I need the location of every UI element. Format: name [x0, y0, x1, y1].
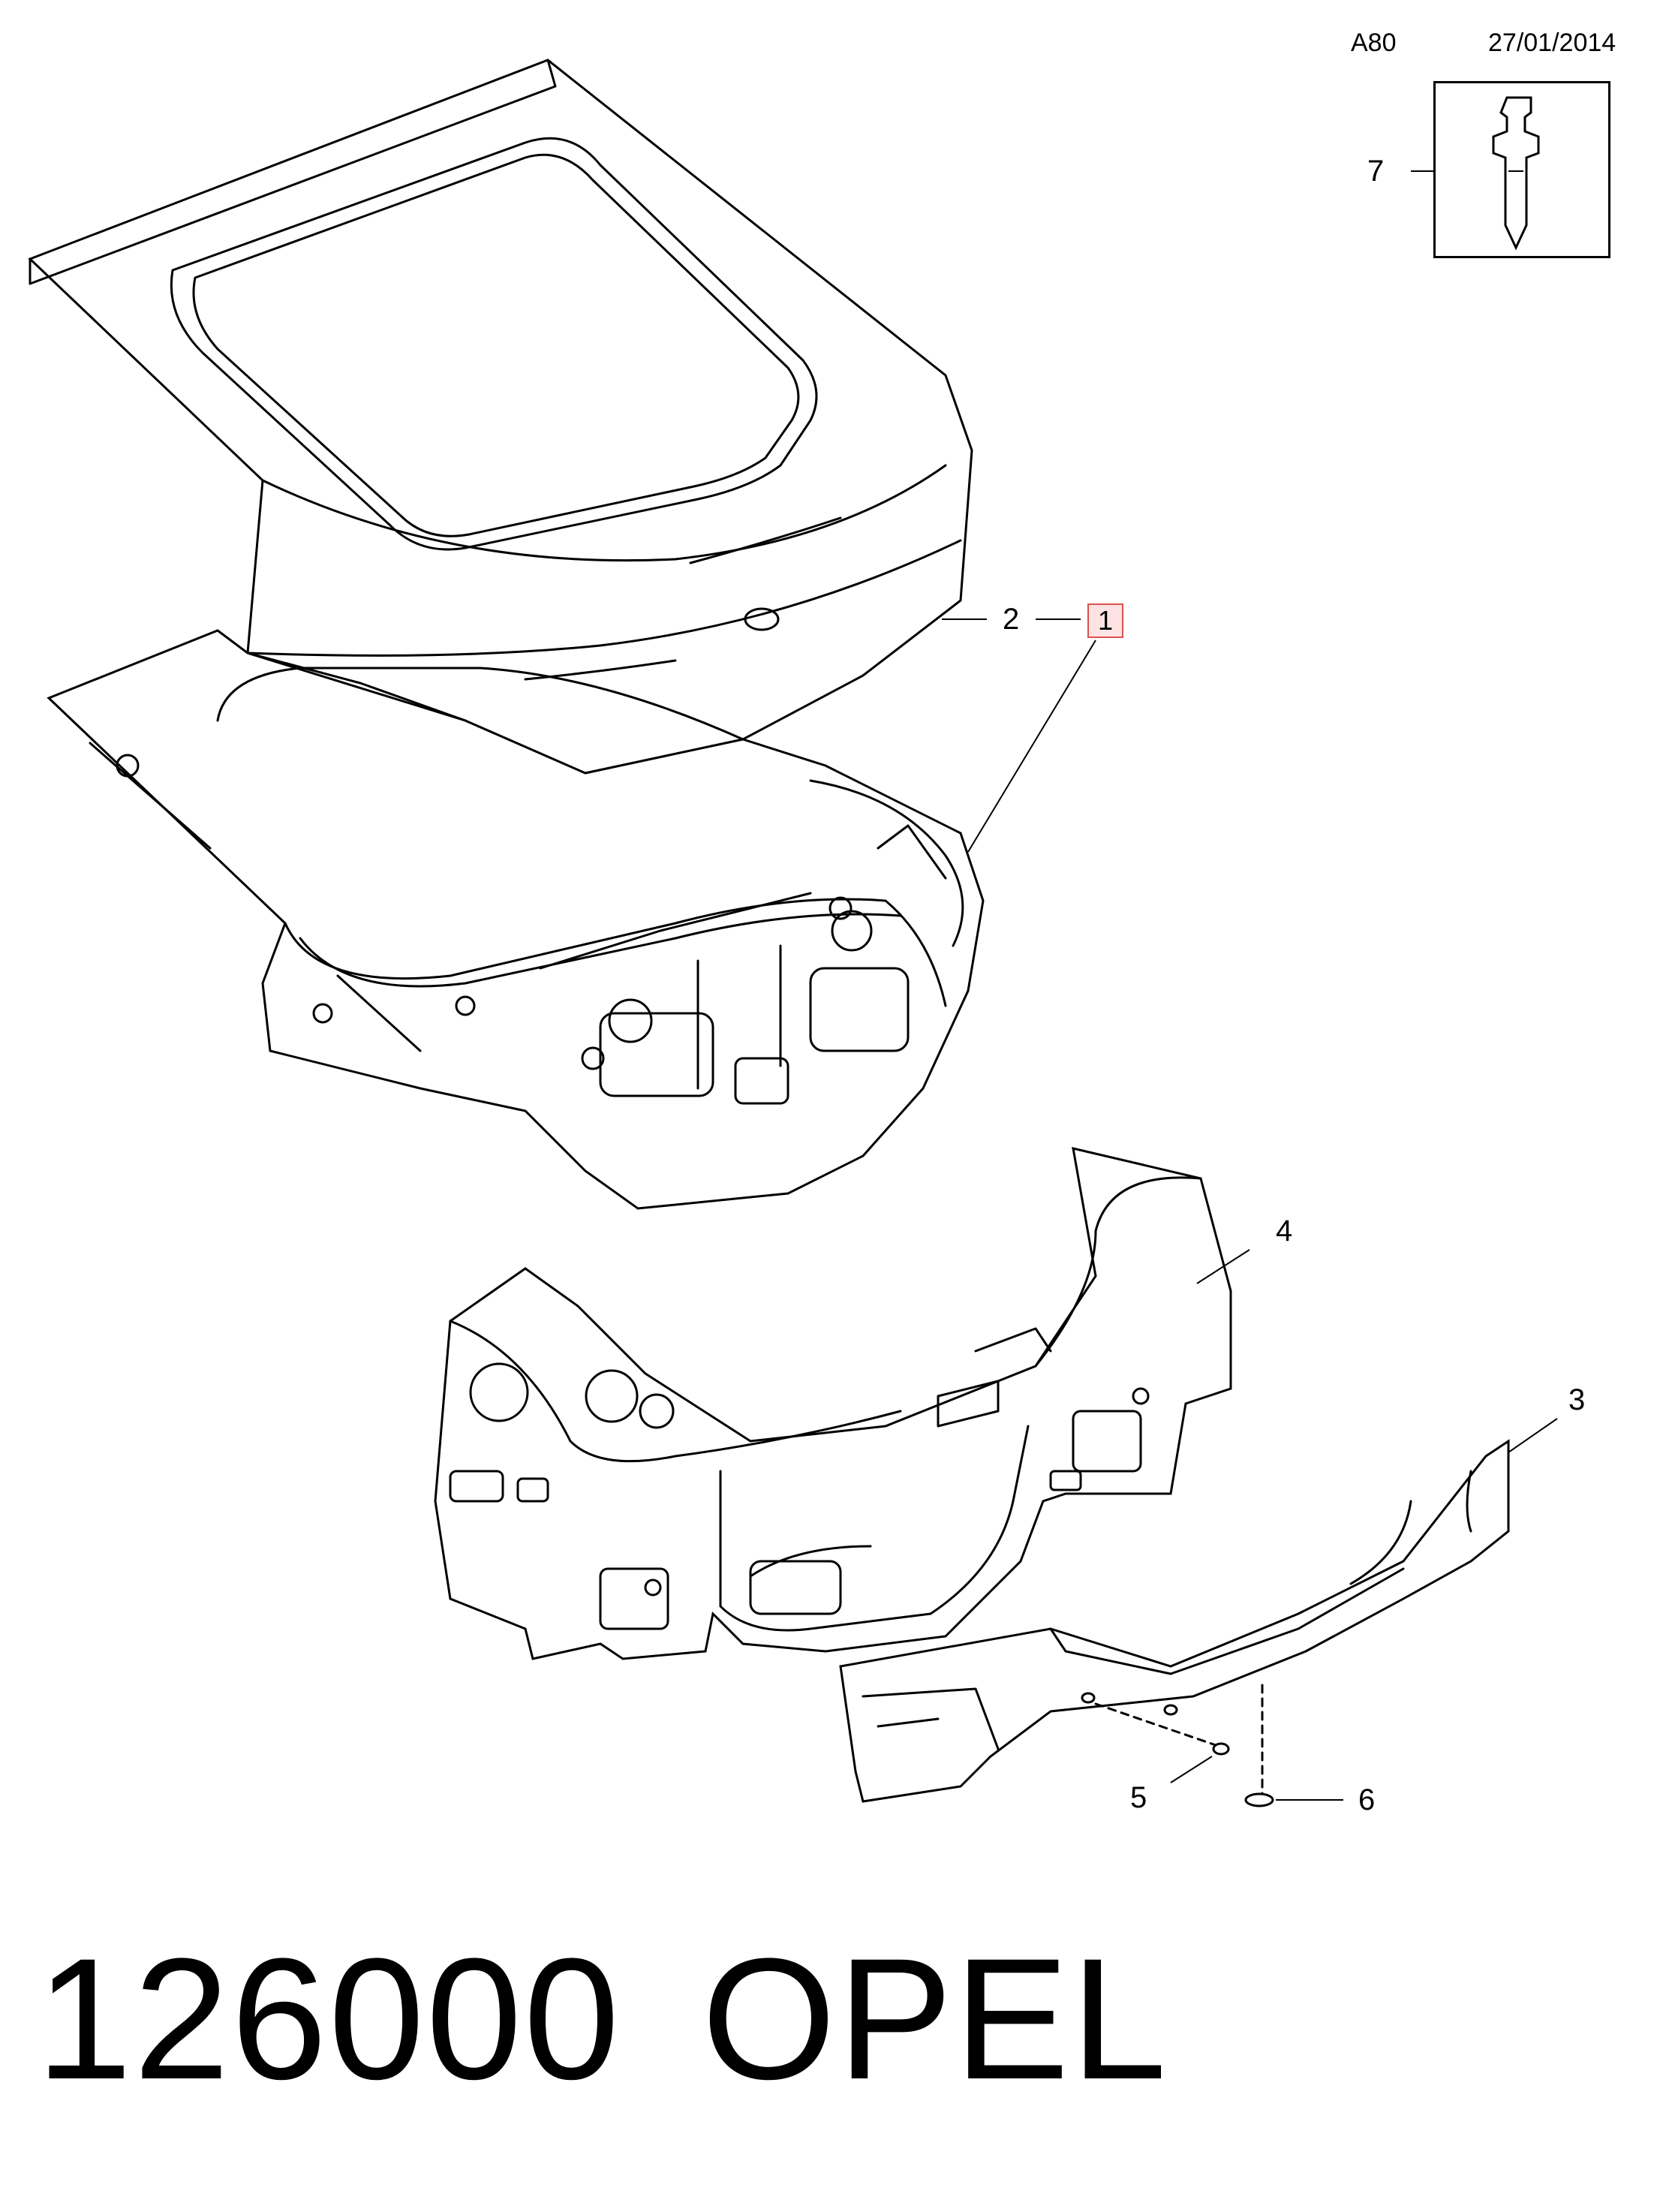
callout-5[interactable]: 5	[1130, 1781, 1147, 1814]
clip-5-icon	[1212, 1742, 1230, 1756]
plug-6-icon	[1244, 1792, 1274, 1807]
model-code: A80	[1351, 29, 1397, 57]
callout-4[interactable]: 4	[1276, 1214, 1293, 1247]
rivet-inset-box	[1433, 81, 1610, 258]
rear-end-panel-drawing[interactable]	[434, 1147, 1232, 1660]
fastener-drawings	[1094, 1684, 1274, 1807]
callout-6[interactable]: 6	[1358, 1783, 1376, 1816]
rivet-drawing	[1492, 96, 1540, 251]
rear-body-frame-drawing[interactable]	[47, 629, 985, 1210]
callout-7[interactable]: 7	[1367, 155, 1385, 188]
callout-2[interactable]: 2	[1003, 603, 1020, 636]
brand-name: OPEL	[702, 1922, 1168, 2115]
leader-lines	[942, 170, 1558, 1801]
section-number: 126000	[36, 1922, 621, 2115]
rear-sill-panel-drawing[interactable]	[839, 1439, 1510, 1803]
callout-1-highlighted[interactable]: 1	[1087, 603, 1123, 638]
document-date: 27/01/2014	[1488, 29, 1616, 57]
callout-3[interactable]: 3	[1568, 1383, 1586, 1416]
tailgate-drawing[interactable]	[28, 59, 973, 775]
